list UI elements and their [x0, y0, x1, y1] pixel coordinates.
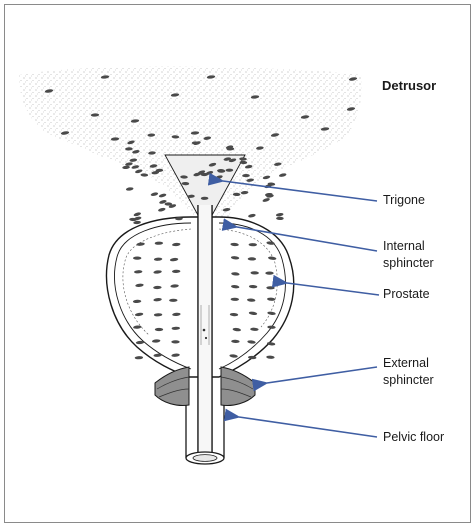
label-internal-sphincter-line2: sphincter — [383, 255, 434, 272]
external-sphincter-muscle — [155, 367, 189, 406]
muscle-fiber-dash — [266, 355, 275, 359]
muscle-fiber-dash — [158, 207, 166, 212]
diagram-frame: Detrusor Trigone Internal sphincter Pros… — [4, 4, 471, 523]
label-prostate: Prostate — [383, 286, 430, 303]
muscle-fiber-dash — [150, 192, 158, 197]
label-internal-sphincter-line1: Internal — [383, 238, 434, 255]
muscle-fiber-dash — [262, 197, 270, 202]
muscle-fiber-dash — [155, 328, 163, 331]
label-external-sphincter-line2: sphincter — [383, 372, 434, 389]
external-sphincter-arrow — [267, 367, 377, 383]
prostate-arrow — [287, 283, 379, 295]
muscle-fiber-dash — [279, 173, 287, 178]
muscle-fiber-dash — [276, 213, 284, 217]
label-internal-sphincter: Internal sphincter — [383, 238, 434, 272]
label-pelvic-floor: Pelvic floor — [383, 429, 444, 446]
muscle-fiber-dash — [276, 217, 284, 220]
label-external-sphincter: External sphincter — [383, 355, 434, 389]
label-detrusor: Detrusor — [382, 77, 436, 94]
muscle-fiber-dash — [133, 221, 141, 225]
muscle-fiber-dash — [135, 356, 144, 360]
label-trigone: Trigone — [383, 192, 425, 209]
muscle-fiber-dash — [126, 187, 134, 191]
label-external-sphincter-line1: External — [383, 355, 434, 372]
muscle-fiber-dash — [248, 213, 256, 218]
muscle-fiber-dash — [159, 193, 167, 198]
pelvic-floor-arrow — [239, 417, 377, 437]
muscle-fiber-dash — [133, 212, 141, 217]
